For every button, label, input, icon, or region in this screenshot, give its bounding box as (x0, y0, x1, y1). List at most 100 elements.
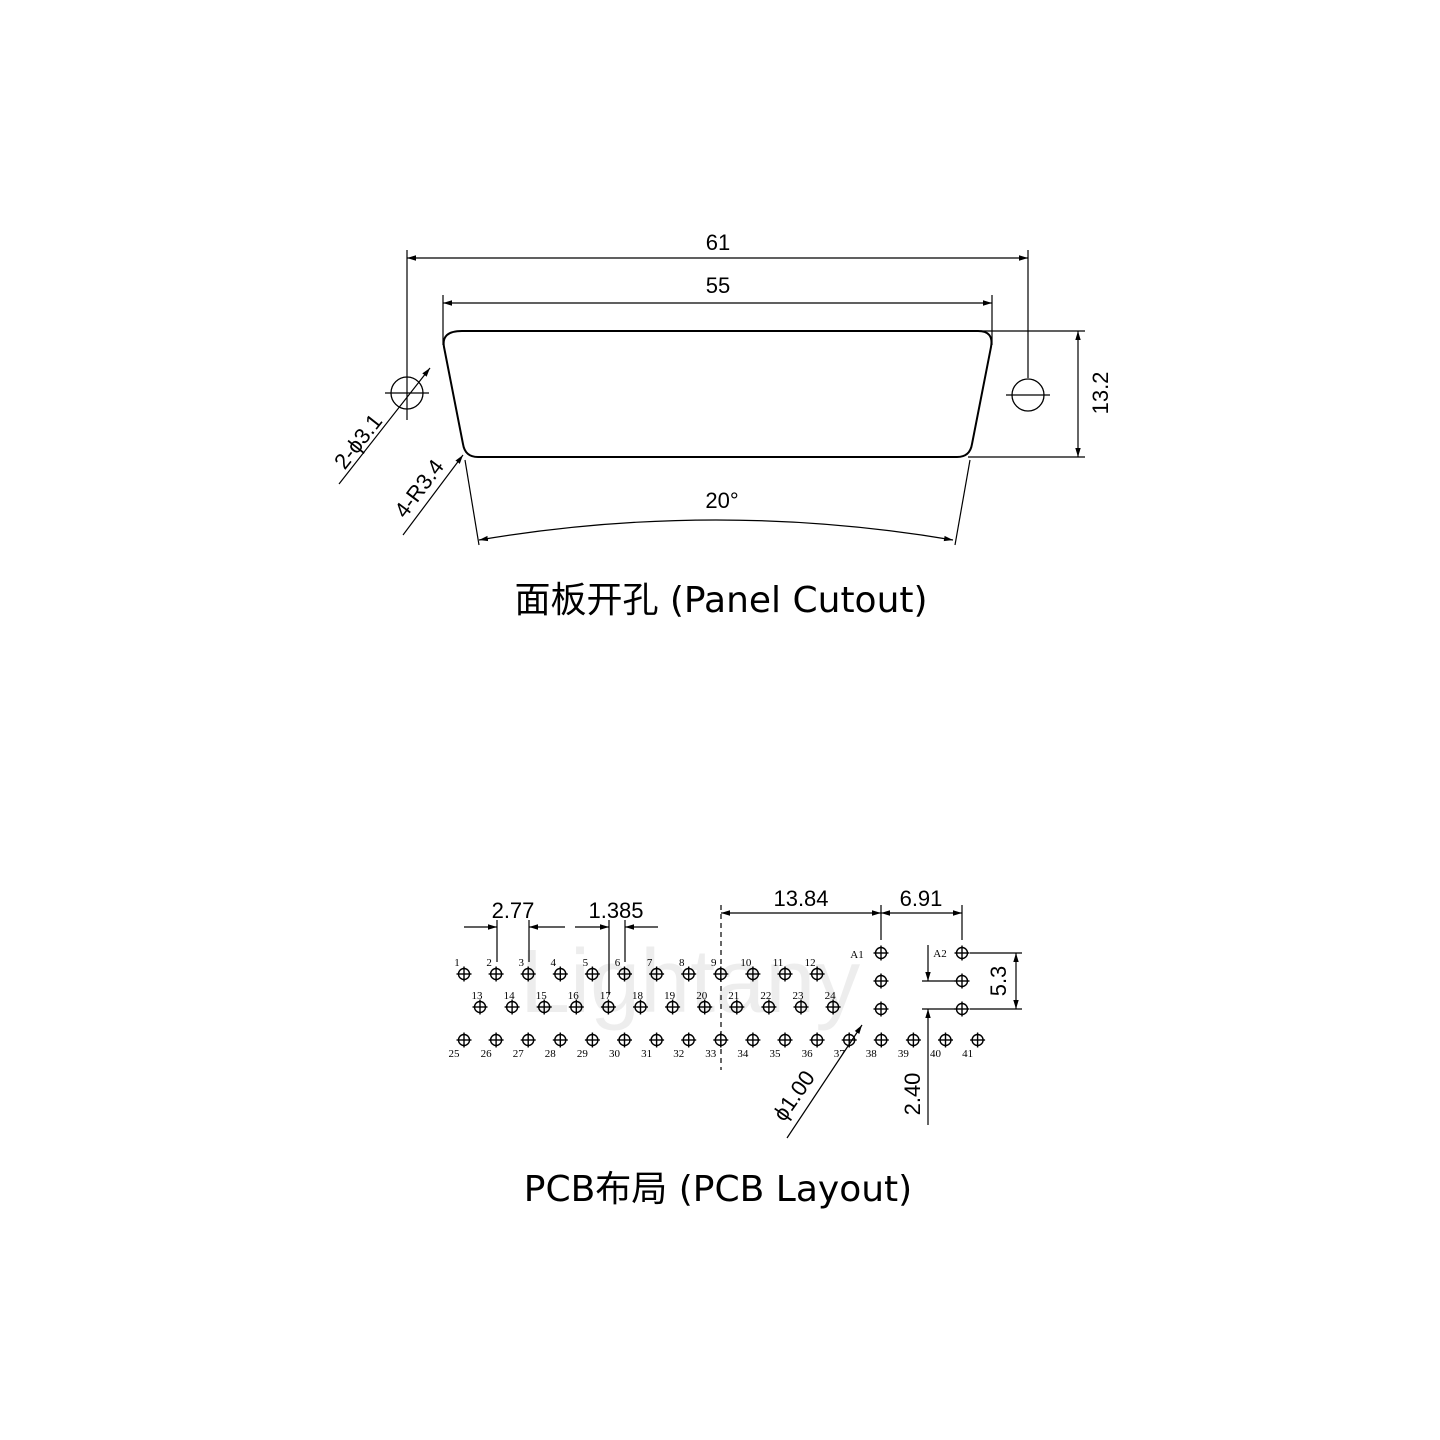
extension-lines (406, 250, 1085, 546)
pin-34 (745, 1032, 761, 1048)
dim-group-span: 13.84 (773, 886, 828, 911)
leader-hole (338, 367, 431, 485)
pin-number-label: 4 (551, 957, 557, 969)
pin-31 (649, 1032, 665, 1048)
pin-number-label: 20 (696, 990, 708, 1002)
pin-number-label: 17 (600, 990, 612, 1002)
pin-37 (841, 1032, 857, 1048)
pin-number-label: 5 (583, 957, 589, 969)
pin-26 (488, 1032, 504, 1048)
pin-number-label: 14 (504, 990, 516, 1002)
pin-20 (697, 999, 713, 1015)
pin-number-label: 8 (679, 957, 685, 969)
pin-number-label: 6 (615, 957, 621, 969)
pin-16 (568, 999, 584, 1015)
pin-18 (633, 999, 648, 1015)
panel-cutout-view (338, 250, 1085, 546)
pin-number-label: 29 (577, 1048, 589, 1060)
pin-13 (472, 999, 488, 1015)
pin-number-label: 13 (472, 990, 484, 1002)
pin-number-label: 24 (825, 990, 837, 1002)
pin-22 (761, 999, 777, 1015)
pin-number-label: 15 (536, 990, 548, 1002)
pin-number-label: 21 (728, 990, 739, 1002)
pin-14 (504, 999, 520, 1015)
dim-half-pitch: 1.385 (588, 898, 643, 923)
pin-number-label: 16 (568, 990, 580, 1002)
pin-number-label: 9 (711, 957, 717, 969)
pin-number-label: 33 (705, 1048, 717, 1060)
pin-7 (649, 966, 665, 982)
dim-pin-hole-dia: ϕ1.00 (768, 1066, 820, 1126)
pin-6 (617, 966, 632, 982)
pin-10 (745, 966, 761, 982)
pin-33 (713, 1032, 729, 1048)
pin-41 (970, 1032, 986, 1048)
pin-number-label: 40 (930, 1048, 942, 1060)
pin-number-label: 25 (449, 1048, 461, 1060)
pin-number-label: 11 (773, 957, 784, 969)
pin-17 (600, 999, 616, 1015)
pin-12 (809, 966, 825, 982)
pcb-caption: PCB布局 (PCB Layout) (524, 1169, 912, 1210)
pin-number-label: 39 (898, 1048, 910, 1060)
panel-caption: 面板开孔 (Panel Cutout) (514, 580, 927, 621)
pin-number-label: 41 (962, 1048, 973, 1060)
pin-number-label: 2 (486, 957, 492, 969)
pin-40 (938, 1032, 953, 1048)
pin-number-label: 35 (770, 1048, 782, 1060)
pin-35 (777, 1032, 793, 1048)
dim-total-width: 61 (706, 230, 730, 255)
power-contact-a1-hole-1 (873, 945, 889, 961)
pin-number-label: 26 (481, 1048, 493, 1060)
watermark: Lightany (520, 932, 860, 1032)
pin-39 (905, 1032, 921, 1048)
pin-9 (713, 966, 729, 982)
cutout-outline (442, 330, 993, 458)
pin-4 (552, 966, 568, 982)
power-contact-a2-hole-2 (954, 973, 970, 989)
pin-number-label: 1 (454, 957, 460, 969)
pin-23 (793, 999, 809, 1015)
dim-height: 13.2 (1088, 372, 1113, 415)
dim-corner-radius: 4-R3.4 (389, 455, 449, 523)
pin-27 (520, 1032, 536, 1048)
pcb-dimension-lines (464, 905, 1022, 1139)
pin-8 (681, 966, 697, 982)
pin-28 (552, 1032, 568, 1048)
pin-21 (729, 999, 745, 1015)
pin-38 (873, 1032, 889, 1048)
dim-power-pitch: 2.40 (900, 1073, 925, 1116)
dim-20deg-arc (478, 519, 954, 542)
pin-number-label: 3 (518, 957, 524, 969)
pin-32 (681, 1032, 697, 1048)
pin-number-label: 34 (737, 1048, 749, 1060)
pin-number-label: 32 (673, 1048, 684, 1060)
pin-24 (825, 999, 841, 1015)
power-contact-a1-hole-2 (873, 973, 889, 989)
power-contact-a2-hole-3 (954, 1001, 970, 1017)
pin-number-label: 36 (802, 1048, 814, 1060)
dim-pitch: 2.77 (492, 898, 535, 923)
pin-30 (617, 1032, 632, 1048)
mounting-hole-right (1006, 378, 1050, 412)
pin-number-label: A1 (850, 949, 863, 961)
pin-5 (584, 966, 600, 982)
pin-number-label: 19 (664, 990, 676, 1002)
pin-number-label: 12 (805, 957, 816, 969)
pin-number-label: 31 (641, 1048, 652, 1060)
pin-25 (456, 1032, 472, 1048)
leader-radius (402, 454, 464, 536)
pin-3 (520, 966, 536, 982)
pin-number-label: 38 (866, 1048, 878, 1060)
power-contact-a1-hole-3 (873, 1001, 889, 1017)
pin-number-label: A2 (933, 948, 946, 960)
dim-angle: 20° (705, 488, 738, 513)
dim-hole-dia: 2-ϕ3.1 (329, 409, 387, 474)
dimension-lines (338, 255, 1081, 542)
power-contact-a2-hole-1 (954, 945, 970, 961)
dim-power-offset: 6.91 (900, 886, 943, 911)
